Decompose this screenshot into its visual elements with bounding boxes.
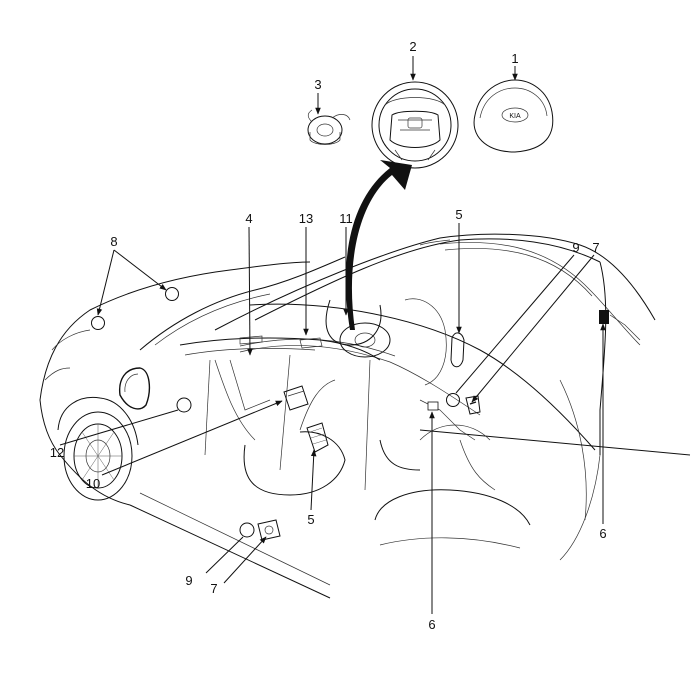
callout-5-upper: 5 [455, 207, 462, 222]
callout-6-bottom: 6 [428, 617, 435, 632]
callout-6-right: 6 [599, 526, 606, 541]
callout-4: 4 [245, 211, 252, 226]
airbag-logo: KIA [509, 113, 521, 120]
vehicle-interior [179, 298, 531, 549]
side-impact-sensor-lower [257, 519, 281, 541]
vehicle-body [39, 233, 691, 599]
zoom-arrow [345, 160, 412, 330]
srs-control-module [283, 385, 309, 411]
callout-13: 13 [299, 211, 313, 226]
leader-lines [59, 56, 606, 614]
clock-spring [307, 109, 351, 145]
callout-5-lower: 5 [307, 512, 314, 527]
callout-labels: 1 2 3 4 5 5 6 6 7 7 8 9 9 10 11 12 13 [50, 39, 607, 632]
callout-11: 11 [339, 211, 353, 226]
callout-7-lower: 7 [210, 581, 217, 596]
front-impact-sensor-left [91, 316, 105, 330]
steering-wheel-detail [371, 81, 459, 169]
callout-8: 8 [110, 234, 117, 249]
curtain-airbag-right [419, 399, 476, 441]
callout-1: 1 [511, 51, 518, 66]
passenger-airbag [239, 335, 263, 345]
callout-2: 2 [409, 39, 416, 54]
sensor-marker-upper [446, 393, 460, 407]
callout-7-upper: 7 [592, 240, 599, 255]
callout-10: 10 [86, 476, 100, 491]
side-airbag-front [306, 422, 329, 453]
buckle-sensor-marker [176, 397, 192, 413]
side-airbag-rear [450, 332, 465, 368]
callout-3: 3 [314, 77, 321, 92]
side-impact-sensor-upper [465, 395, 481, 415]
curtain-airbag-left [599, 310, 641, 341]
callout-9-lower: 9 [185, 573, 192, 588]
callout-12: 12 [50, 445, 64, 460]
front-impact-sensor-right [165, 287, 179, 301]
airbag-bracket [299, 337, 323, 349]
callout-9-upper: 9 [572, 240, 579, 255]
driver-airbag-module: KIA [473, 79, 554, 153]
sensor-marker-lower [239, 522, 255, 538]
